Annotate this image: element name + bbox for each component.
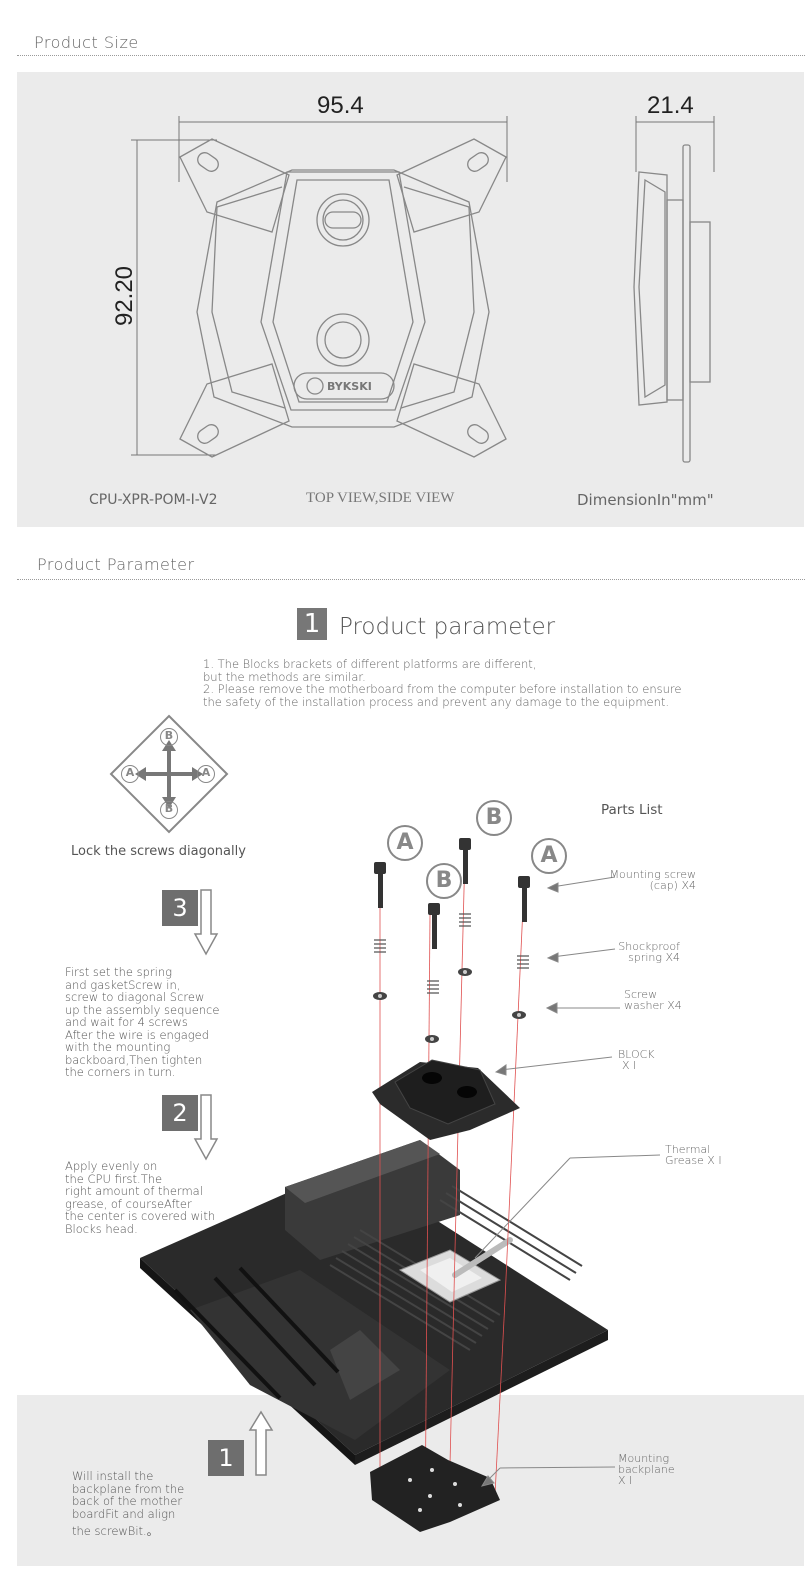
parts-list-title: Parts List — [601, 802, 663, 818]
screw-label-b-right: B — [476, 800, 512, 836]
brand-logo-text: BYKSKI — [327, 380, 372, 393]
screw-label-a-left: A — [387, 825, 423, 861]
param-section-title: Product Parameter — [37, 555, 195, 574]
diagram-letter-b-bottom: B — [160, 801, 178, 819]
step-3-number: 3 — [162, 890, 198, 926]
motherboard-illustration — [140, 1140, 608, 1465]
model-caption: CPU-XPR-POM-I-V2 — [89, 492, 218, 508]
size-panel: BYKSKI 95.4 21.4 92.20 CPU-XPR-POM-I-V2 … — [17, 72, 804, 527]
step-1-number: 1 — [208, 1440, 244, 1476]
width-dimension: 95.4 — [317, 92, 364, 119]
part-backplane: Mounting backplane X I — [618, 1452, 675, 1487]
part-washer: Screw washer X4 — [624, 988, 682, 1012]
backplane-illustration — [370, 1445, 500, 1532]
heading-number-box: 1 — [297, 608, 327, 640]
top-view-drawing: BYKSKI — [131, 116, 715, 463]
diagram-letter-a-left: A — [121, 765, 139, 783]
param-heading: Product parameter — [339, 614, 556, 640]
size-section-divider — [17, 55, 805, 56]
step-3-text: First set the spring and gasketScrew in,… — [65, 965, 220, 1079]
diagram-letter-b-top: B — [160, 728, 178, 746]
intro-line-2: but the methods are similar. — [203, 669, 366, 684]
step-1-arrow-icon — [248, 1410, 274, 1476]
step-3-arrow-icon — [193, 889, 219, 956]
step-2-arrow-icon — [193, 1094, 219, 1161]
depth-dimension: 21.4 — [647, 92, 694, 119]
part-block: BLOCK X I — [618, 1048, 655, 1072]
water-block-illustration — [372, 1059, 520, 1140]
intro-line-1: 1. The Blocks brackets of different plat… — [203, 657, 537, 671]
intro-line-3: 2. Please remove the motherboard from th… — [203, 682, 682, 696]
screw-label-b-left: B — [426, 863, 462, 899]
part-mounting-screw: Mounting screw (cap) X4 — [609, 868, 696, 892]
step-2-text: Apply evenly on the CPU first.The right … — [65, 1159, 216, 1236]
diagram-letter-a-right: A — [197, 765, 215, 783]
part-thermal-grease: Thermal Grease X I — [665, 1143, 722, 1167]
part-spring: Shockproof spring X4 — [618, 940, 680, 964]
view-caption: TOP VIEW,SIDE VIEW — [306, 490, 455, 506]
param-intro: 1. The Blocks brackets of different plat… — [203, 658, 681, 708]
step-2-number: 2 — [162, 1095, 198, 1131]
size-section-title: Product Size — [34, 33, 139, 52]
param-section-divider — [17, 579, 805, 580]
step-1-text: Will install the backplane from the back… — [72, 1469, 185, 1538]
lock-caption: Lock the screws diagonally — [71, 844, 246, 859]
unit-caption: DimensionIn"mm" — [577, 491, 714, 509]
screw-label-a-right: A — [531, 838, 567, 874]
intro-line-4: the safety of the installation process a… — [203, 694, 670, 709]
